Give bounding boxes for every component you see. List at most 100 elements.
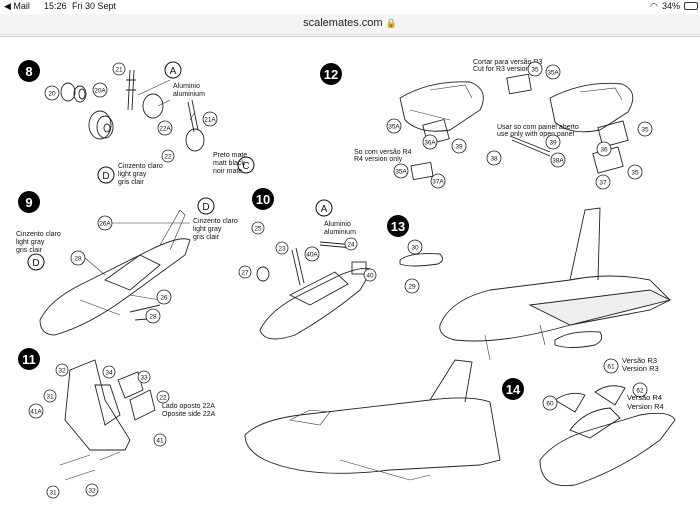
svg-text:Versão R4: Versão R4 [627, 393, 662, 402]
color-code-d-step8 [97, 166, 115, 184]
svg-text:Lado oposto 22A: Lado oposto 22A [162, 403, 215, 410]
svg-text:Cinzento claro: Cinzento claro [16, 231, 61, 238]
battery-icon [684, 2, 698, 10]
step-8-number: 8 [25, 64, 32, 79]
step-13-group: 13 30 29 [387, 207, 672, 361]
step-8-group: 8 20 20A 21 21A 22A 22 A Aluminio alumin… [18, 60, 255, 186]
svg-text:24: 24 [347, 242, 355, 249]
step-13-marker [387, 215, 409, 237]
svg-text:26: 26 [160, 295, 168, 302]
part-21: 21 [115, 67, 123, 74]
svg-text:37A: 37A [432, 179, 444, 186]
svg-text:13: 13 [391, 219, 405, 234]
svg-text:62: 62 [636, 388, 644, 395]
step-12-group: 12 Cortar para versão R3 Cut for R3 vers… [320, 59, 653, 190]
part-20a: 20A [94, 88, 106, 95]
aircraft-side-view [244, 359, 501, 481]
svg-text:38: 38 [490, 156, 498, 163]
svg-text:12: 12 [324, 67, 338, 82]
svg-text:A: A [170, 66, 177, 77]
svg-text:61: 61 [607, 364, 615, 371]
svg-text:9: 9 [25, 195, 32, 210]
svg-text:gris clair: gris clair [118, 179, 145, 186]
svg-text:35: 35 [641, 127, 649, 134]
svg-text:35: 35 [531, 67, 539, 74]
wifi-icon: ◠ [650, 1, 658, 11]
svg-text:11: 11 [22, 352, 36, 367]
step-9-group: 9 D Cinzento claro light gray gris clair… [16, 191, 238, 336]
svg-text:35: 35 [631, 170, 639, 177]
svg-text:Preto mate: Preto mate [213, 152, 247, 159]
svg-text:use only with open panel: use only with open panel [497, 131, 574, 138]
svg-text:41A: 41A [30, 409, 42, 416]
svg-text:So com versão R4: So com versão R4 [354, 149, 412, 156]
svg-text:Versão R3: Versão R3 [622, 356, 657, 365]
part-22a: 22A [159, 126, 171, 133]
part-21a: 21A [204, 117, 216, 124]
svg-text:22: 22 [159, 395, 167, 402]
svg-text:40A: 40A [306, 252, 318, 259]
svg-text:34: 34 [105, 370, 113, 377]
svg-text:28: 28 [74, 256, 82, 263]
url-text: scalemates.com [303, 17, 383, 29]
svg-text:Cinzento claro: Cinzento claro [118, 163, 163, 170]
svg-text:14: 14 [506, 382, 521, 397]
svg-text:aluminium: aluminium [324, 229, 356, 236]
step-10-marker [252, 188, 274, 210]
assembly-diagram: .ln{fill:none;stroke:#222;stroke-width:0… [16, 59, 676, 499]
svg-text:32: 32 [88, 488, 96, 495]
part-22: 22 [164, 154, 172, 161]
svg-text:38A: 38A [552, 158, 564, 165]
svg-text:39: 39 [549, 140, 557, 147]
svg-text:27: 27 [241, 270, 249, 277]
svg-text:D: D [102, 171, 109, 182]
svg-text:10: 10 [256, 192, 270, 207]
svg-text:32: 32 [58, 368, 66, 375]
svg-text:Version R4: Version R4 [627, 402, 664, 411]
color-code-d-right [197, 197, 215, 215]
svg-text:R4 version only: R4 version only [354, 156, 403, 163]
status-bar: ◀ Mail 15:26 Fri 30 Sept ◠ 34% [0, 0, 700, 14]
svg-text:35A: 35A [395, 169, 407, 176]
svg-text:60: 60 [546, 401, 554, 408]
svg-text:33: 33 [140, 375, 148, 382]
svg-text:light gray: light gray [118, 171, 147, 178]
svg-text:31: 31 [46, 394, 54, 401]
svg-text:noir mate: noir mate [213, 168, 242, 175]
svg-text:35A: 35A [388, 124, 400, 131]
step-9-marker [18, 191, 40, 213]
svg-text:26A: 26A [99, 221, 111, 228]
svg-text:36: 36 [600, 147, 608, 154]
step-8-marker [18, 60, 40, 82]
svg-text:D: D [202, 202, 209, 213]
lock-icon: 🔒 [385, 18, 397, 28]
svg-text:25: 25 [254, 226, 262, 233]
clock: 15:26 [44, 1, 67, 11]
svg-text:Oposite side 22A: Oposite side 22A [162, 411, 216, 418]
instruction-sheet: .ln{fill:none;stroke:#222;stroke-width:0… [10, 40, 690, 518]
back-to-mail-link[interactable]: ◀ Mail [4, 1, 30, 11]
date: Fri 30 Sept [72, 1, 117, 11]
svg-text:23: 23 [278, 246, 286, 253]
svg-text:Aluminio: Aluminio [324, 221, 351, 228]
svg-text:39: 39 [455, 144, 463, 151]
svg-text:gris clair: gris clair [193, 234, 220, 241]
address-bar[interactable]: scalemates.com 🔒 [0, 14, 700, 35]
svg-text:light gray: light gray [16, 239, 45, 246]
svg-text:29: 29 [408, 284, 416, 291]
color-code-a-step8 [164, 61, 182, 79]
color-code-a-step10 [315, 199, 333, 217]
svg-text:41: 41 [156, 438, 164, 445]
aluminium-label: aluminium [173, 91, 205, 98]
svg-text:36A: 36A [424, 140, 436, 147]
svg-text:30: 30 [411, 245, 419, 252]
page-edge [0, 36, 700, 37]
svg-text:Usar so com painel aberto: Usar so com painel aberto [497, 124, 579, 131]
svg-text:37: 37 [599, 180, 607, 187]
battery-level: 34% [662, 1, 681, 11]
svg-text:Version R3: Version R3 [622, 364, 659, 373]
svg-text:28: 28 [149, 314, 157, 321]
color-code-d-left [27, 253, 45, 271]
aluminio-label: Aluminio [173, 83, 200, 90]
svg-text:Cut for R3 version: Cut for R3 version [473, 66, 530, 73]
